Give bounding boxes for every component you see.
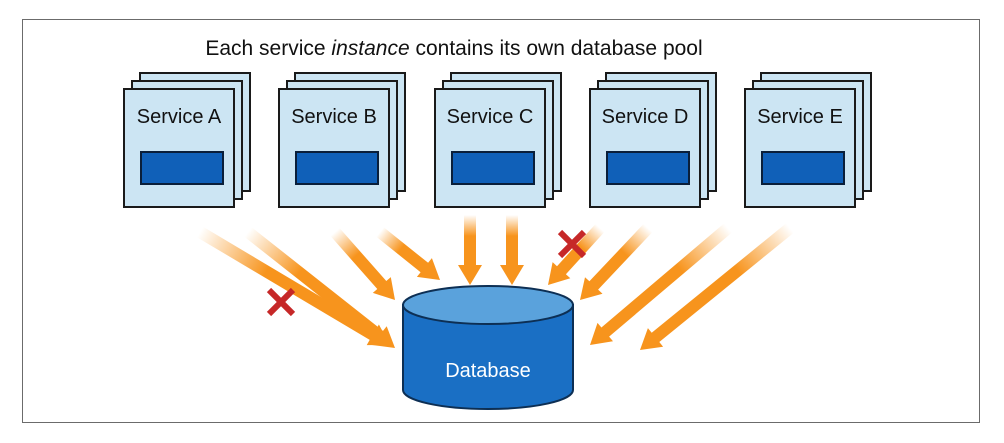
connection-arrows [196, 215, 794, 350]
service-instances: Service A Service B Service C Service D Serv… [123, 72, 872, 208]
title-part-1: Each service [205, 37, 331, 60]
service-instance-card [123, 88, 235, 208]
connection-arrow [196, 226, 390, 346]
database-top [402, 285, 574, 325]
connection-arrow [244, 227, 395, 348]
connection-arrow [500, 215, 524, 285]
database-pool [140, 151, 224, 185]
connection-arrow [458, 215, 482, 285]
failed-connection-markers [266, 229, 587, 317]
database-label: Database [445, 360, 531, 382]
database-cylinder: Database [402, 285, 574, 410]
connection-arrow [640, 223, 794, 350]
service-instance-card [278, 88, 390, 208]
database-pool [451, 151, 535, 185]
service-label: Service C [447, 106, 534, 128]
database-body [402, 304, 574, 410]
service-instance-card [589, 88, 701, 208]
connection-arrow [376, 227, 440, 280]
connection-arrow [330, 228, 395, 300]
connection-arrow [590, 223, 732, 345]
service-box-e: Service E [744, 72, 872, 208]
database-pool [295, 151, 379, 185]
title-part-2: contains its own database pool [410, 37, 703, 60]
service-box-c: Service C [434, 72, 562, 208]
service-box-d: Service D [589, 72, 717, 208]
failed-connection-x-icon [557, 229, 587, 259]
database-pool [606, 151, 690, 185]
failed-connection-x-icon [266, 287, 296, 317]
service-label: Service E [757, 106, 843, 128]
service-instance-card [434, 88, 546, 208]
service-box-b: Service B [278, 72, 406, 208]
title-emphasis: instance [331, 37, 409, 60]
service-label: Service D [602, 106, 689, 128]
service-label: Service A [137, 106, 222, 128]
connection-arrow [580, 223, 653, 300]
diagram-title: Each service instance contains its own d… [205, 37, 702, 60]
service-box-a: Service A [123, 72, 251, 208]
connection-arrow [548, 224, 605, 285]
service-instance-card [744, 88, 856, 208]
database-pool [761, 151, 845, 185]
service-label: Service B [291, 106, 377, 128]
